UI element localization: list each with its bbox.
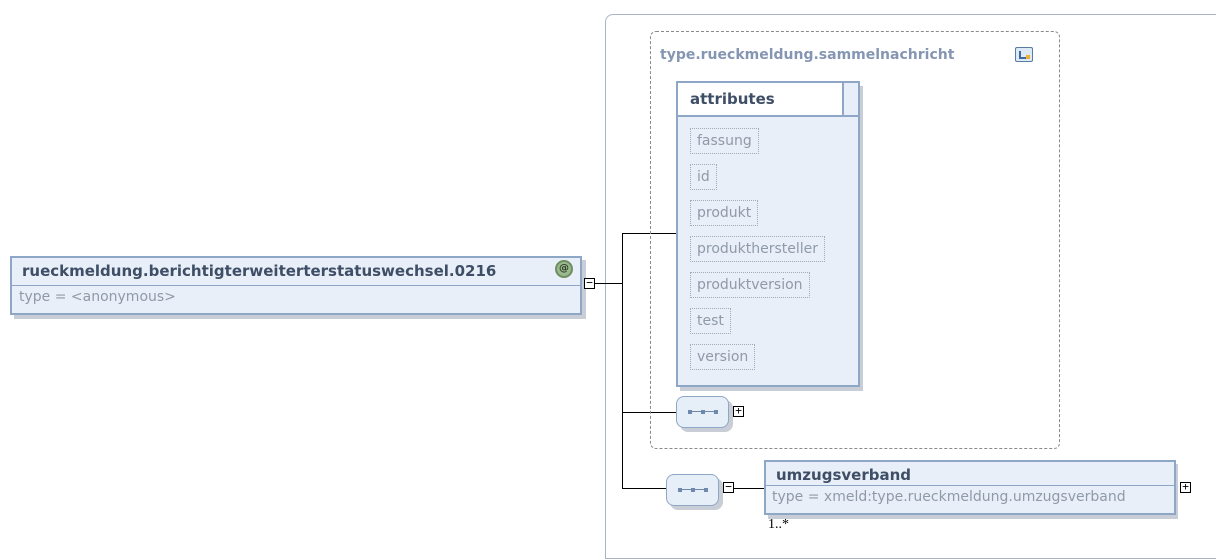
attribute-test[interactable]: test (690, 308, 731, 334)
attribute-fassung[interactable]: fassung (690, 128, 759, 154)
root-element-type: type = <anonymous> (19, 289, 176, 305)
connector-child-element (734, 488, 764, 489)
child-element-expand-toggle[interactable]: + (1180, 481, 1191, 493)
connector-attributes (622, 233, 677, 234)
occurrence-label: 1..* (768, 517, 789, 532)
sequence-group-frame (650, 31, 1060, 449)
sequence-icon (688, 410, 718, 414)
attribute-produktversion[interactable]: produktversion (690, 272, 810, 298)
root-element-separator (12, 285, 580, 286)
attributes-header-tab (842, 83, 844, 115)
outer-sequence-collapse-toggle[interactable]: − (723, 481, 734, 493)
complex-type-name[interactable]: type.rueckmeldung.sammelnachricht (660, 47, 955, 63)
child-element-separator (766, 485, 1174, 486)
attribute-produkthersteller[interactable]: produkthersteller (690, 236, 826, 262)
child-element-name: umzugsverband (776, 466, 912, 484)
attributes-box (676, 81, 860, 387)
annotation-icon[interactable]: @ (555, 260, 573, 278)
child-element-box[interactable] (764, 460, 1176, 515)
attribute-id[interactable]: id (690, 164, 717, 190)
attribute-produkt[interactable]: produkt (690, 200, 759, 226)
connector-inner-sequence (622, 412, 677, 413)
outer-sequence-compositor[interactable] (666, 474, 719, 506)
inner-sequence-compositor[interactable] (676, 396, 729, 428)
connector-root (595, 283, 623, 284)
attribute-version[interactable]: version (690, 344, 756, 370)
attributes-header-line (678, 115, 858, 117)
attributes-header (678, 83, 842, 115)
root-collapse-toggle[interactable]: − (584, 277, 595, 289)
connector-trunk (622, 233, 623, 489)
inner-sequence-expand-toggle[interactable]: + (733, 405, 744, 417)
attributes-title: attributes (690, 90, 775, 108)
sequence-icon (678, 488, 708, 492)
child-element-type: type = xmeld:type.rueckmeldung.umzugsver… (772, 489, 1126, 505)
root-element-name: rueckmeldung.berichtigterweiterterstatus… (22, 262, 497, 280)
connector-outer-sequence (622, 488, 666, 489)
complex-type-icon (1015, 47, 1033, 62)
